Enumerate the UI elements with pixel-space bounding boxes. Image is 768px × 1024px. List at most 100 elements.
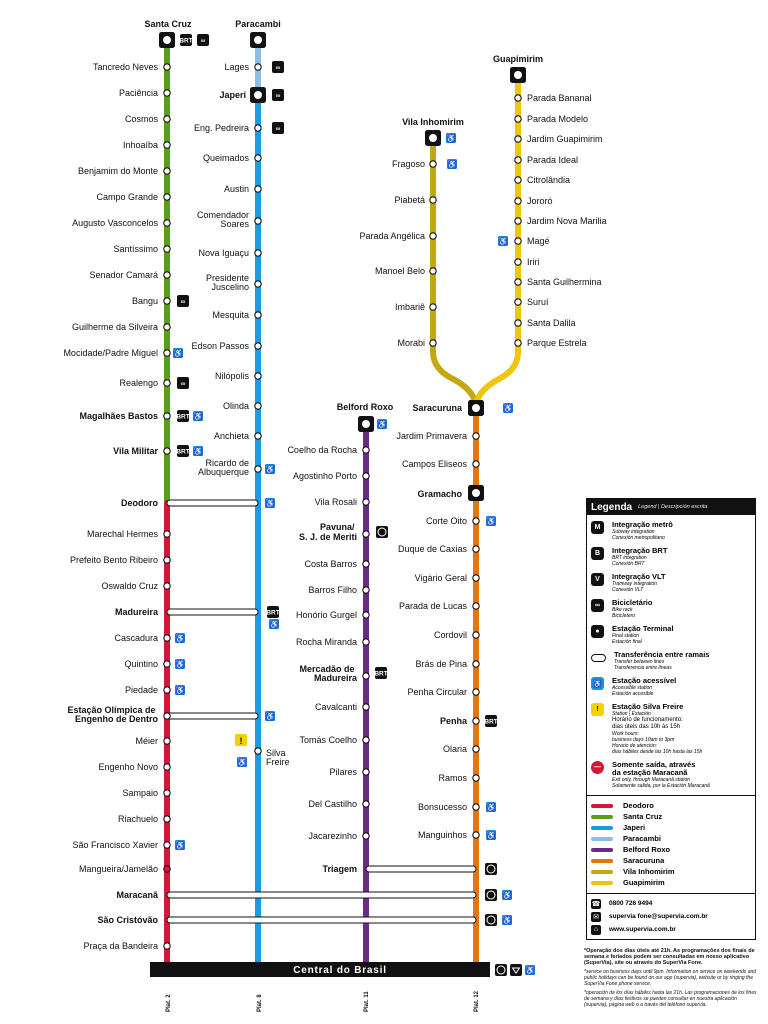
stop-japeri-9 [254,432,262,440]
stop-guapimirim-6 [514,217,522,225]
stop-inhomirim-3 [429,267,437,275]
terminal-guapimirim-icon-dot [514,71,522,79]
stop-belford-10 [362,800,370,808]
bike-icon [177,377,189,389]
stop-left-0 [163,63,171,71]
stop-japeri-6 [254,342,262,350]
metro-ring [486,915,496,925]
contact-link[interactable]: www.supervia.com.br [609,926,676,933]
bike-icon-glyph: ∞ [201,38,206,45]
brt-icon-glyph: BRT [176,414,189,421]
station-label: Duque de Caxias [398,544,468,554]
terminal-belford-roxo: Belford Roxo [337,402,394,412]
legend-line-item: Belford Roxo [587,844,755,855]
transfer-olimpica [166,712,259,720]
stop-left-31 [163,942,171,950]
stop-left-7 [163,245,171,253]
brt-icon-glyph: BRT [266,610,279,617]
stop-belford-2 [362,498,370,506]
transfer-icon [591,654,606,662]
accessible-icon [193,446,203,456]
stop-left-18 [163,582,171,590]
platform-8: Plat. 8 [257,994,263,1012]
station-label: Bangu [132,296,158,306]
station-label: Jardim Primavera [396,431,467,441]
stop-left-4 [163,167,171,175]
stop-saracuruna-6 [472,631,480,639]
stop-guapimirim-5 [514,197,522,205]
warning-icon: ! [591,703,604,716]
accessible-glyph: ♿ [175,840,185,850]
station-label: Nova Iguaçu [198,248,249,258]
station-label: Jacarezinho [308,831,357,841]
vlt-glyph [511,967,521,974]
station-label: Parada Ideal [527,155,578,165]
line-swatch [591,836,613,841]
transfer-sao-cristovao [166,916,477,924]
brt-icon [267,606,279,618]
legend-contact: ✉supervia fone@supervia.com.br [587,910,755,923]
stop-belford-11 [362,832,370,840]
legend-line-label: Japeri [623,823,646,832]
accessible-glyph: ♿ [175,659,185,669]
stop-belford-1 [362,472,370,480]
stop-left-22 [163,686,171,694]
legend-subtitle: Legend | Descripción escrita [638,504,708,510]
terminal-paracambi: Paracambi [235,19,281,29]
station-label: Jororó [527,196,553,206]
exit-only-icon [163,865,171,873]
stop-japeri2-2 [254,465,262,473]
station-label: Olinda [223,401,249,411]
stop-japeri2-0 [254,217,262,225]
station-label: Praça da Bandeira [83,941,158,951]
accessible-glyph: ♿ [502,915,512,925]
station-label: Mesquita [212,310,249,320]
stop-saracuruna-0 [472,432,480,440]
stop-saracuruna-1 [472,460,480,468]
contact-link[interactable]: supervia fone@supervia.com.br [609,913,708,920]
station-label: Nilópolis [215,371,250,381]
phone-icon: ☎ [591,898,601,909]
legend-line-label: Belford Roxo [623,845,671,854]
station-label: Oswaldo Cruz [101,581,158,591]
bike-icon-glyph: ∞ [276,65,281,72]
stop-left-25 [163,789,171,797]
metro-icon: M [591,521,604,534]
stop-left-27 [163,841,171,849]
station-label: Morabi [397,338,425,348]
legend-exit-only: — Somente saída, através da estação Mara… [587,761,755,789]
accessible-icon [486,802,496,812]
brt-icon: B [591,547,604,560]
stop-saracuruna-10 [472,745,480,753]
footnote-pt: *Operação dos dias úteis até 21h. As pro… [584,948,755,966]
station-stops [163,63,522,950]
line-swatch [591,847,613,852]
stop-olimpica [163,712,171,720]
legend-line-item: Vila Inhomirim [587,866,755,877]
station-label: São Francisco Xavier [72,840,158,850]
brt-icon-glyph: BRT [176,449,189,456]
bike-icon-glyph: ∞ [181,381,186,388]
accessible-glyph: ♿ [447,159,457,169]
station-label: Campos Eliseos [402,459,468,469]
accessible-icon [265,498,275,508]
brt-icon-glyph: BRT [374,671,387,678]
station-label: Sampaio [122,788,158,798]
accessible-glyph: ♿ [486,802,496,812]
stop-left-8 [163,271,171,279]
stop-japeri-4 [254,249,262,257]
terminal-japeri: Japeri [219,90,246,100]
contact-link[interactable]: 0800 726 9494 [609,900,653,907]
stop-japeri-0 [254,63,262,71]
terminal-santa-cruz: Santa Cruz [144,19,192,29]
stop-left-5 [163,193,171,201]
stop-left-14 [163,447,171,455]
stop-guapimirim-2 [514,135,522,143]
station-label: Cosmos [125,114,159,124]
